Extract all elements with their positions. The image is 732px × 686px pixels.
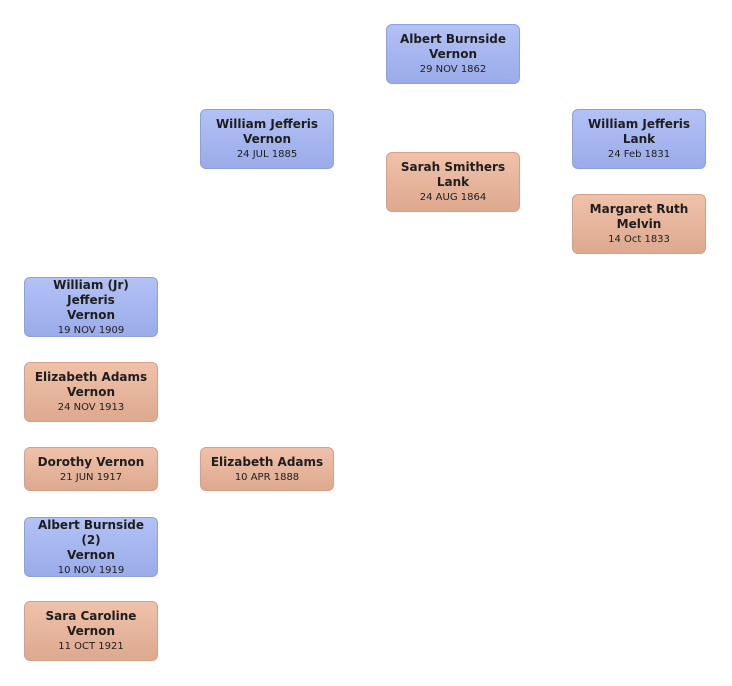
person-name: Elizabeth Adams <box>210 454 324 469</box>
person-date: 24 AUG 1864 <box>419 192 487 203</box>
person-date: 19 NOV 1909 <box>57 324 125 336</box>
person-card-elizabeth-a[interactable]: Elizabeth Adams 10 APR 1888 <box>200 447 334 491</box>
person-date: 24 JUL 1885 <box>236 149 298 160</box>
person-card-dorothy[interactable]: Dorothy Vernon 21 JUN 1917 <box>24 447 158 491</box>
person-date: 10 NOV 1919 <box>57 564 125 576</box>
person-date: 29 NOV 1862 <box>419 64 487 75</box>
person-date: 24 NOV 1913 <box>57 402 125 413</box>
person-date: 11 OCT 1921 <box>58 641 124 652</box>
person-date: 14 Oct 1833 <box>608 234 670 245</box>
person-date: 21 JUN 1917 <box>59 471 123 483</box>
person-card-albert-2[interactable]: Albert Burnside (2)Vernon 10 NOV 1919 <box>24 517 158 577</box>
person-date: 24 Feb 1831 <box>607 149 671 160</box>
person-date: 10 APR 1888 <box>234 471 300 483</box>
person-name: Albert Burnside (2)Vernon <box>37 517 145 562</box>
person-name: Dorothy Vernon <box>37 454 145 469</box>
